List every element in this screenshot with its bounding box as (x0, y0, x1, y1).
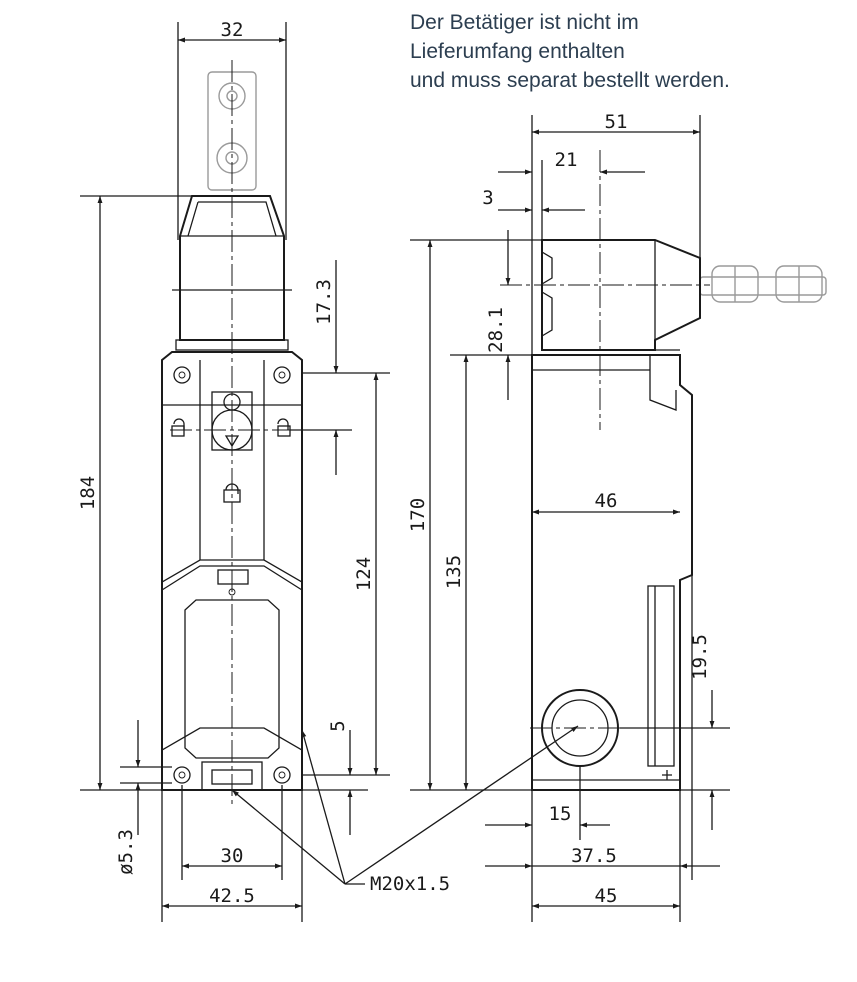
note-line-2: Lieferumfang enthalten (410, 40, 625, 63)
switch-head-side (541, 239, 701, 351)
dimension-lines (80, 22, 730, 922)
dim-170: 170 (407, 498, 429, 532)
dim-51: 51 (605, 111, 628, 133)
dim-5: 5 (327, 720, 349, 731)
dim-hole-diameter: ø5.3 (115, 829, 137, 875)
front-view (161, 60, 303, 805)
switch-body-side (531, 354, 693, 791)
dim-17-3: 17.3 (313, 279, 335, 325)
dim-46: 46 (595, 490, 618, 512)
dim-135: 135 (443, 555, 465, 589)
note-line-1: Der Betätiger ist nicht im (410, 11, 639, 34)
dim-42-5: 42.5 (209, 885, 255, 907)
dim-37-5: 37.5 (571, 845, 617, 867)
dim-124: 124 (353, 557, 375, 591)
note-line-3: und muss separat bestellt werden. (410, 69, 730, 92)
actuator-side (699, 265, 827, 303)
dim-thread: M20x1.5 (370, 873, 450, 895)
dim-32: 32 (221, 19, 244, 41)
dim-3: 3 (482, 187, 493, 209)
dimension-labels: 32 184 17.3 124 5 ø5.3 30 42.5 M20x1.5 5… (77, 19, 711, 907)
dim-45: 45 (595, 885, 618, 907)
supply-note: Der Betätiger ist nicht im Lieferumfang … (410, 8, 730, 95)
dim-28-1: 28.1 (485, 307, 507, 353)
dim-184: 184 (77, 476, 99, 510)
dim-21: 21 (555, 149, 578, 171)
side-view (500, 150, 827, 791)
dim-19-5: 19.5 (689, 634, 711, 680)
dim-15: 15 (549, 803, 572, 825)
dim-30: 30 (221, 845, 244, 867)
